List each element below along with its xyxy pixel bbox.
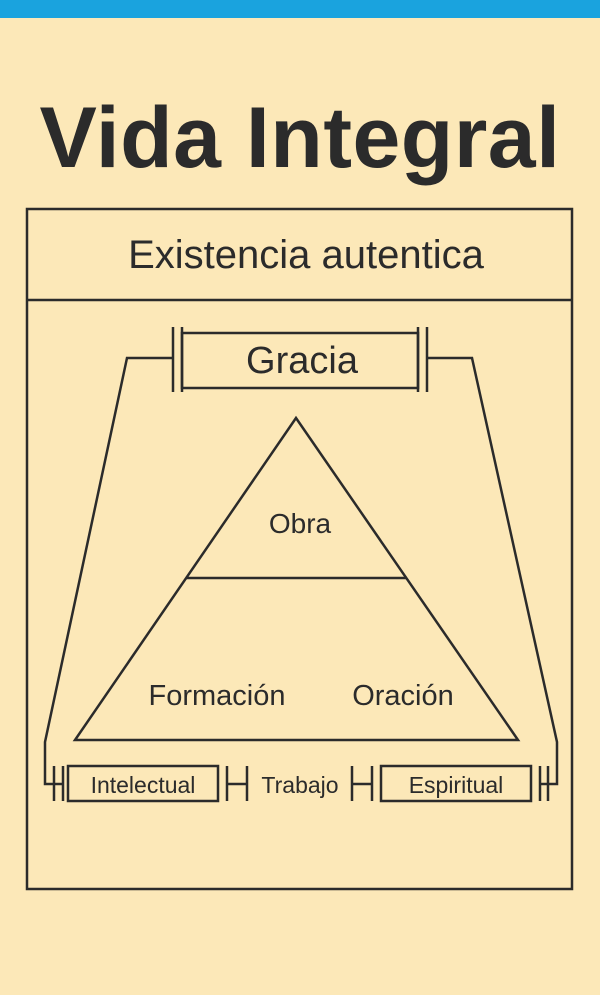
- espiritual-box: [379, 764, 533, 803]
- right-connector: [427, 356, 559, 786]
- obra-label: Obra: [269, 508, 332, 539]
- espiritual-label: Espiritual: [409, 772, 504, 798]
- existencia-autentica-label: Existencia autentica: [128, 233, 485, 277]
- trabajo-label: Trabajo: [261, 772, 338, 798]
- oracion-label: Oración: [352, 680, 454, 712]
- page-title: Vida Integral: [39, 90, 561, 186]
- intelectual-label: Intelectual: [91, 772, 196, 798]
- gracia-label: Gracia: [246, 340, 359, 382]
- left-connector: [43, 356, 173, 786]
- intelectual-box: [66, 764, 220, 803]
- formacion-label: Formación: [149, 680, 286, 712]
- outer-frame: [25, 207, 574, 891]
- top-accent-bar: [0, 0, 600, 18]
